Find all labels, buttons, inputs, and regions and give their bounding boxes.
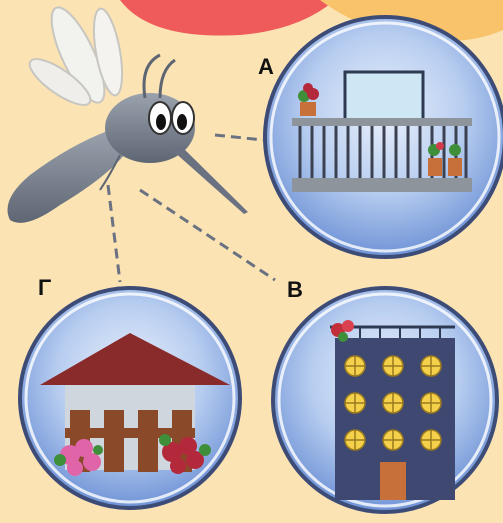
- connector-g: [108, 185, 120, 282]
- label-g: Γ: [38, 275, 51, 301]
- house-circle: [20, 288, 240, 508]
- connector-b: [140, 190, 275, 280]
- apartment-building-icon: [330, 320, 455, 500]
- label-b: B: [287, 277, 303, 303]
- building-circle: [273, 288, 497, 512]
- balcony-circle: [265, 17, 503, 257]
- label-a: A: [258, 54, 274, 80]
- connector-a: [215, 135, 263, 140]
